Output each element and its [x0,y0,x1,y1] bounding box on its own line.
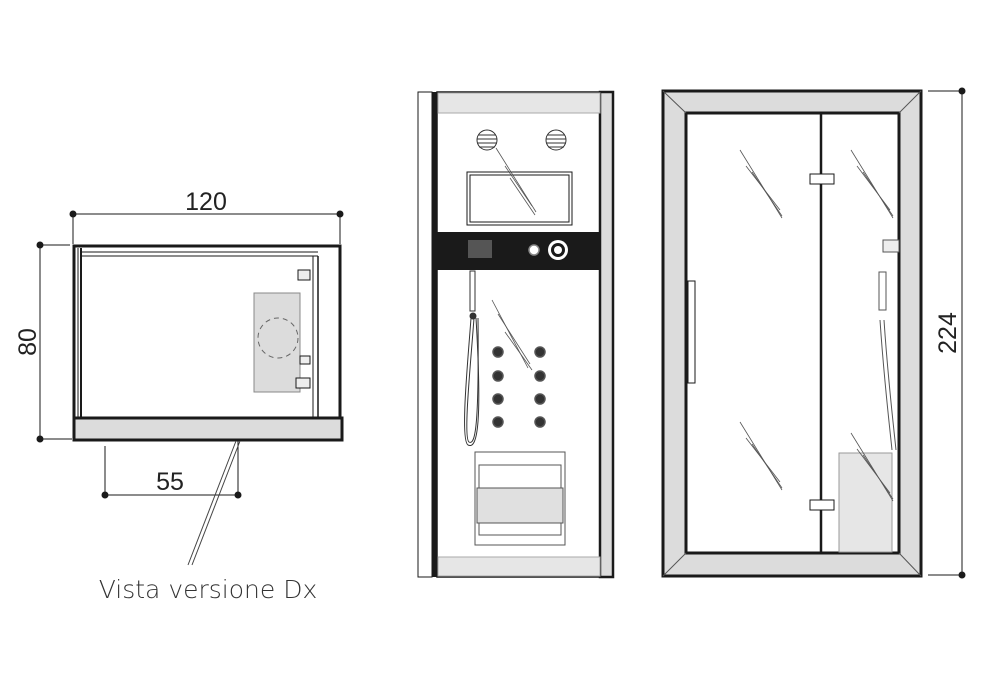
seat [474,451,566,546]
plan-view [72,244,344,442]
steam-generator-box [253,292,301,393]
speaker-grille-left [476,129,498,151]
hinge-top [809,173,835,185]
seat-bar [72,416,344,442]
hand-shower [464,270,480,446]
depth-label: 80 [14,328,42,356]
bottom-band [437,556,601,577]
hinge-bottom [809,499,835,511]
mirror-panel [466,171,573,226]
seat-offset-dimension [101,440,242,499]
caption-leader [187,440,241,566]
speaker-grille-right [545,129,567,151]
door-handle [687,280,696,384]
door-elevation [661,89,923,578]
depth-dimension [36,241,72,443]
panel-elevation [417,90,615,579]
display-screen [468,240,492,258]
height-dimension [928,87,966,579]
seat-box [838,452,893,553]
width-dimension [69,210,344,244]
glass-reflection [739,149,894,502]
drain-circle [257,317,299,359]
seat-offset-label: 55 [156,468,184,496]
height-label: 224 [934,312,962,354]
control-band [437,232,600,270]
glass-reflection [491,147,537,371]
body-jets [492,346,546,428]
caption: Vista versione Dx [99,575,318,604]
control-button-small [528,244,540,256]
top-band [437,92,601,114]
width-label: 120 [185,188,227,216]
